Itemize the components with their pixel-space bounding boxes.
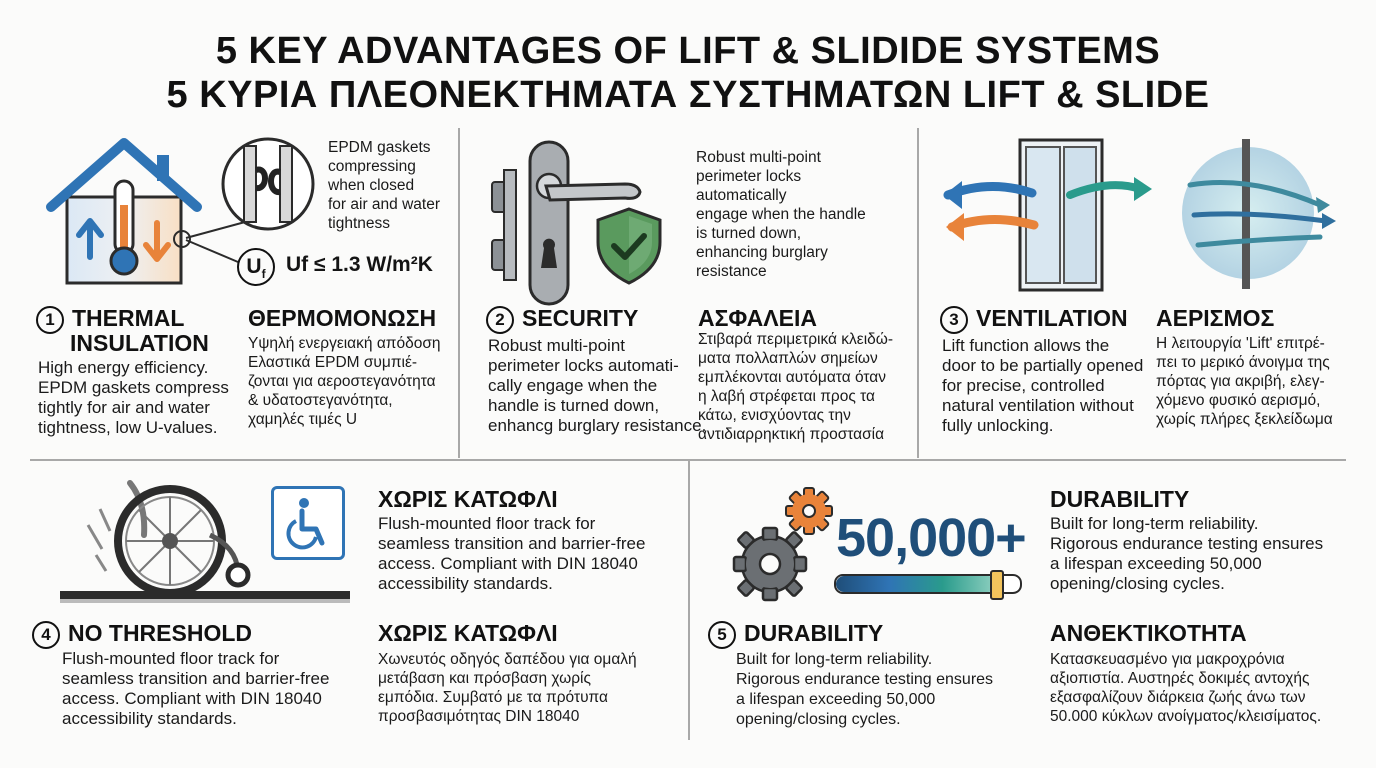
uf-value: Uf ≤ 1.3 W/m²K xyxy=(286,253,433,276)
durability-text-en: Built for long-term reliability.Rigorous… xyxy=(736,651,994,728)
accessibility-icon xyxy=(271,486,345,560)
ventilation-text-gr: Η λειτουργία 'Lift' επιτρέ-πει το μερικό… xyxy=(1156,335,1333,428)
sliding-door-airflow-icon xyxy=(943,138,1152,292)
cycles-number: 50,000+ xyxy=(836,508,1027,568)
airflow-icon xyxy=(1182,139,1336,289)
wheelchair-icon xyxy=(60,480,350,603)
thermal-heading-line2: INSULATION xyxy=(70,330,209,356)
ventilation-heading-gr: ΑΕΡΙΣΜΟΣ xyxy=(1156,305,1275,331)
threshold-heading-gr: ΧΩΡΙΣ ΚΑΤΩΦΛΙ xyxy=(378,620,558,646)
security-heading-gr: ΑΣΦΑΛΕΙΑ xyxy=(698,305,817,331)
divider xyxy=(917,128,919,458)
gasket-detail-icon xyxy=(173,137,315,248)
threshold-heading-top: ΧΩΡΙΣ ΚΑΤΩΦΛΙ xyxy=(378,486,558,512)
divider xyxy=(30,459,1346,461)
durability-heading-gr: ΑΝΘΕΚΤΙΚΟΤΗΤΑ xyxy=(1050,620,1247,646)
page-title: 5 KEY ADVANTAGES OF LIFT & SLIDIDE SYSTE… xyxy=(215,30,1161,72)
page-subtitle: 5 ΚΥΡΙΑ ΠΛΕΟΝΕΚΤΗΜΑΤΑ ΣΥΣΤΗΜΑΤΩΝ LIFT & … xyxy=(166,74,1210,116)
durability-text-top: Built for long-term reliability.Rigorous… xyxy=(1050,514,1324,593)
door-handle-lock-icon xyxy=(491,140,642,306)
cycles-progress-knob xyxy=(990,570,1005,600)
connector-line xyxy=(185,239,239,263)
thermal-heading-gr: ΘΕΡΜΟΜΟΝΩΣΗ xyxy=(248,305,437,331)
cycles-progress-bar xyxy=(834,570,1022,600)
cycles-progress-fill xyxy=(836,576,997,592)
divider xyxy=(458,128,460,458)
uf-badge: Uf xyxy=(237,248,275,286)
security-text-gr: Στιβαρά περιμετρικά κλειδώ-ματα πολλαπλώ… xyxy=(698,331,894,443)
house-thermometer-icon xyxy=(46,138,202,285)
divider xyxy=(688,460,690,740)
shield-check-icon xyxy=(596,207,662,285)
durability-heading-top: DURABILITY xyxy=(1050,486,1190,512)
thermal-text-en: High energy efficiency.EPDM gaskets comp… xyxy=(38,358,229,437)
gears-icon xyxy=(732,487,833,602)
